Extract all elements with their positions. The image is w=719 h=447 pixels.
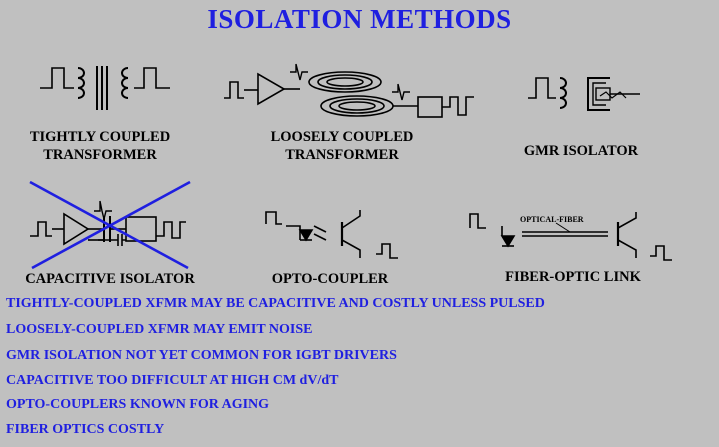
capacitive-isolator-label: CAPACITIVE ISOLATOR <box>25 271 195 287</box>
capacitive-cross-out <box>29 180 191 270</box>
loose-transformer-label: LOOSELY COUPLED TRANSFORMER <box>270 129 414 163</box>
loose-transformer-symbol <box>224 63 474 118</box>
note-5: OPTO-COUPLERS KNOWN FOR AGING <box>6 397 270 412</box>
gmr-isolator-symbol <box>528 77 640 111</box>
opto-coupler-label: OPTO-COUPLER <box>271 271 389 287</box>
tight-transformer-label: TIGHTLY COUPLED TRANSFORMER <box>29 129 171 163</box>
gmr-isolator-label: GMR ISOLATOR <box>523 143 639 159</box>
note-4: CAPACITIVE TOO DIFFICULT AT HIGH CM dV/d… <box>6 373 339 388</box>
note-3: GMR ISOLATION NOT YET COMMON FOR IGBT DR… <box>6 348 397 363</box>
tight-transformer-symbol <box>40 66 170 110</box>
optical-fiber-label: OPTICAL-FIBER <box>520 215 584 224</box>
note-6: FIBER OPTICS COSTLY <box>6 422 165 437</box>
fiber-optic-label: FIBER-OPTIC LINK <box>505 269 641 285</box>
page-title: ISOLATION METHODS <box>207 4 512 34</box>
fiber-optic-symbol <box>469 212 672 261</box>
note-1: TIGHTLY-COUPLED XFMR MAY BE CAPACITIVE A… <box>6 296 545 311</box>
note-2: LOOSELY-COUPLED XFMR MAY EMIT NOISE <box>6 322 313 337</box>
opto-coupler-symbol <box>265 210 398 259</box>
